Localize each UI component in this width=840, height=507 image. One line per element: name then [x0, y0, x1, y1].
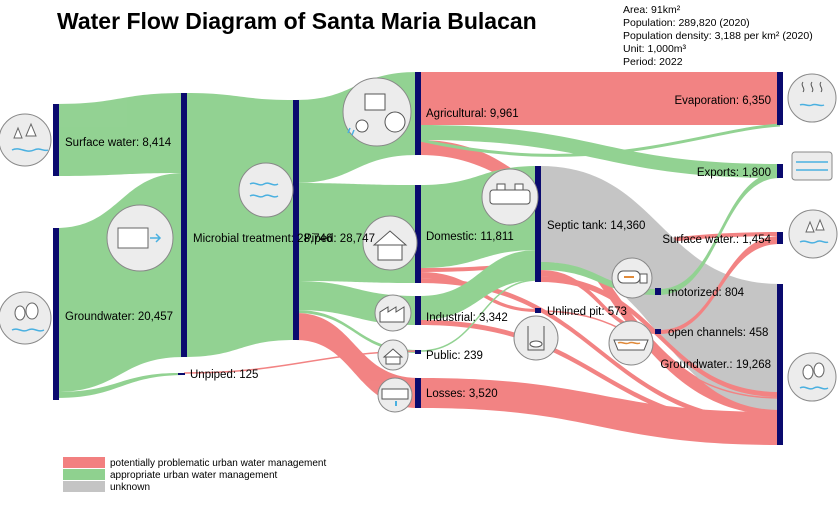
flow-treatment-to-piped — [184, 93, 294, 357]
flow-piped-to-public — [296, 310, 418, 353]
node-bars — [53, 72, 783, 445]
node-bar-open-channels — [655, 329, 661, 334]
flow-septic-to-open-channels — [540, 270, 657, 334]
water-tank-icon — [238, 162, 294, 218]
flow-open-channels-to-surface — [659, 236, 780, 334]
septic-tank-icon — [481, 168, 539, 226]
flow-losses-to-groundwater — [420, 378, 780, 445]
flow-agri-to-exports-thin — [419, 123, 781, 157]
legend-label-problematic: potentially problematic urban water mana… — [110, 458, 326, 469]
metadata-box: Area: 91km² Population: 289,820 (2020) P… — [623, 4, 813, 69]
label-microbial: Microbial treatment: 28,746 — [193, 233, 332, 245]
tree-water-icon — [0, 291, 52, 345]
node-labels: Surface water: 8,414 Groundwater: 20,457… — [65, 95, 772, 400]
leaking-pipe-icon — [377, 377, 413, 413]
river-out-icon — [788, 209, 838, 259]
flow-agri-to-exports — [420, 125, 780, 178]
node-bar-piped — [293, 100, 299, 340]
label-evaporation: Evaporation: 6,350 — [674, 95, 771, 107]
flow-domestic-to-groundwater — [420, 278, 780, 425]
legend-swatch-problematic — [63, 457, 105, 468]
house-icon — [362, 215, 418, 271]
meta-unit: Unit: 1,000m³ — [623, 43, 687, 55]
label-septic: Septic tank: 14,360 — [547, 220, 645, 232]
flow-septic-to-groundwater-2 — [540, 276, 780, 397]
flow-unlined-to-groundwater — [539, 310, 781, 399]
river-icon — [0, 113, 52, 167]
legend-swatch-appropriate — [63, 469, 105, 480]
label-motorized: motorized: 804 — [668, 287, 745, 299]
label-agricultural: Agricultural: 9,961 — [426, 108, 519, 120]
label-groundwater-in: Groundwater: 20,457 — [65, 311, 173, 323]
legend-label-appropriate: appropriate urban water management — [110, 470, 278, 481]
public-building-icon — [377, 339, 409, 371]
export-pipe-icon — [791, 151, 833, 181]
node-bar-unlined — [535, 308, 541, 313]
node-bar-groundwater-in — [53, 228, 59, 400]
legend-label-unknown: unknown — [110, 482, 150, 493]
node-bar-agricultural — [415, 72, 421, 155]
flow-motorized-to-exports — [659, 172, 780, 295]
node-bar-losses — [415, 378, 421, 408]
label-exports: Exports: 1,800 — [697, 167, 771, 179]
evaporation-icon — [787, 73, 837, 123]
label-losses: Losses: 3,520 — [426, 388, 498, 400]
meta-area: Area: 91km² — [623, 4, 681, 16]
label-open-channels: open channels: 458 — [668, 327, 768, 339]
label-industrial: Industrial: 3,342 — [426, 312, 508, 324]
node-bar-domestic — [415, 185, 421, 283]
factory-icon — [374, 294, 412, 332]
node-bar-surface-water-in — [53, 104, 59, 176]
label-unpiped: Unpiped: 125 — [190, 369, 258, 381]
label-surface-water-out: Surface water.: 1,454 — [662, 234, 771, 246]
label-unlined: Unlined pit: 573 — [547, 306, 627, 318]
flow-groundwater-to-treatment — [56, 173, 184, 392]
node-bar-microbial — [181, 93, 187, 357]
label-piped: Piped: 28,747 — [304, 233, 375, 245]
flow-groundwater-to-unpiped — [56, 372, 183, 398]
groundwater-out-icon — [787, 352, 837, 402]
meta-period: Period: 2022 — [623, 56, 683, 68]
label-public: Public: 239 — [426, 350, 483, 362]
meta-population: Population: 289,820 (2020) — [623, 17, 750, 29]
meta-density: Population density: 3,188 per km² (2020) — [623, 30, 813, 42]
node-bar-groundwater-out — [777, 284, 783, 445]
flow-surface-to-treatment — [56, 93, 184, 176]
flow-industrial-to-groundwater — [420, 320, 780, 430]
node-bar-industrial — [415, 296, 421, 325]
legend: potentially problematic urban water mana… — [63, 457, 326, 493]
tractor-icon — [342, 77, 412, 147]
node-bar-public — [415, 350, 421, 354]
node-bar-evaporation — [777, 72, 783, 125]
legend-swatch-unknown — [63, 481, 105, 492]
node-bar-motorized — [655, 288, 661, 295]
label-groundwater-out: Groundwater.: 19,268 — [660, 359, 771, 371]
node-bar-unpiped — [178, 373, 185, 375]
water-treatment-icon — [106, 204, 174, 272]
node-bar-surface-water-out — [777, 232, 783, 244]
node-bar-exports — [777, 164, 783, 178]
flow-public-to-septic — [419, 279, 539, 352]
icons — [0, 73, 838, 413]
label-surface-water-in: Surface water: 8,414 — [65, 137, 172, 149]
vacuum-truck-icon — [611, 257, 653, 299]
open-channel-icon — [608, 320, 654, 366]
page-title: Water Flow Diagram of Santa Maria Bulaca… — [57, 8, 537, 34]
label-domestic: Domestic: 11,811 — [426, 231, 514, 243]
pit-latrine-icon — [513, 315, 559, 361]
node-bar-septic — [535, 166, 541, 282]
flow-agri-to-evaporation — [420, 72, 780, 125]
flow-industrial-to-septic — [420, 250, 538, 320]
